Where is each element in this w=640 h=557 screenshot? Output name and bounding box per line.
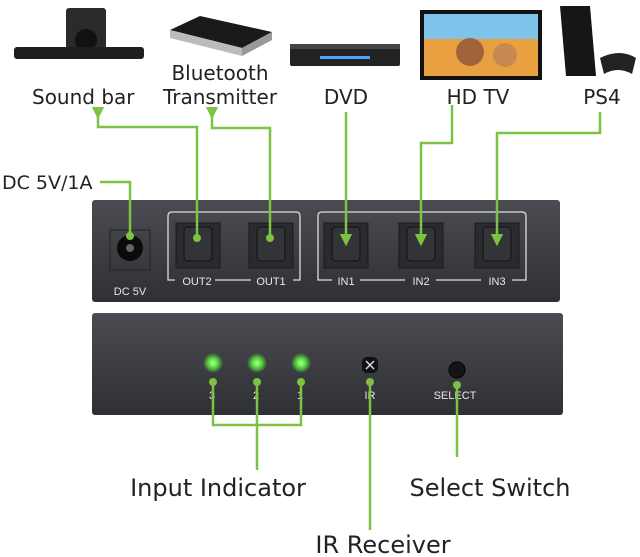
port-label-in3: IN3 — [488, 276, 505, 288]
power-label: DC 5V/1A — [2, 172, 93, 194]
select-label: SELECT — [434, 390, 477, 402]
led-1 — [291, 353, 311, 373]
select-button[interactable] — [448, 361, 466, 379]
port-label-in2: IN2 — [412, 276, 429, 288]
select-switch-callout: Select Switch — [409, 474, 570, 502]
back-panel: DC 5V OUT2 OUT1 IN1 IN2 IN3 — [92, 200, 560, 302]
dc-label: DC 5V — [114, 286, 147, 298]
bluetooth-label-line2: Transmitter — [162, 85, 278, 109]
bluetooth-label-line1: Bluetooth — [171, 61, 268, 85]
port-out2 — [175, 222, 221, 269]
hd-tv-label: HD TV — [447, 85, 510, 109]
ps4-label: PS4 — [583, 85, 620, 109]
dvd-label: DVD — [324, 85, 368, 109]
port-label-out2: OUT2 — [182, 276, 211, 288]
ps4-image — [560, 6, 636, 76]
sound-bar-label: Sound bar — [32, 85, 135, 109]
port-label-in1: IN1 — [337, 276, 354, 288]
port-label-out1: OUT1 — [256, 276, 285, 288]
hd-tv-image — [420, 10, 542, 80]
sound-bar-image — [14, 8, 144, 59]
dvd-player-image — [290, 44, 400, 66]
connection-dots — [126, 232, 461, 389]
connection-lines — [91, 105, 602, 530]
front-panel: 3 2 1 IR SELECT — [92, 313, 563, 415]
ir-receiver-callout: IR Receiver — [315, 531, 450, 557]
led-3 — [203, 353, 223, 373]
input-indicator-callout: Input Indicator — [130, 474, 306, 502]
ir-sensor-icon — [362, 357, 378, 373]
led-2 — [247, 353, 267, 373]
bluetooth-transmitter-image — [170, 16, 272, 56]
